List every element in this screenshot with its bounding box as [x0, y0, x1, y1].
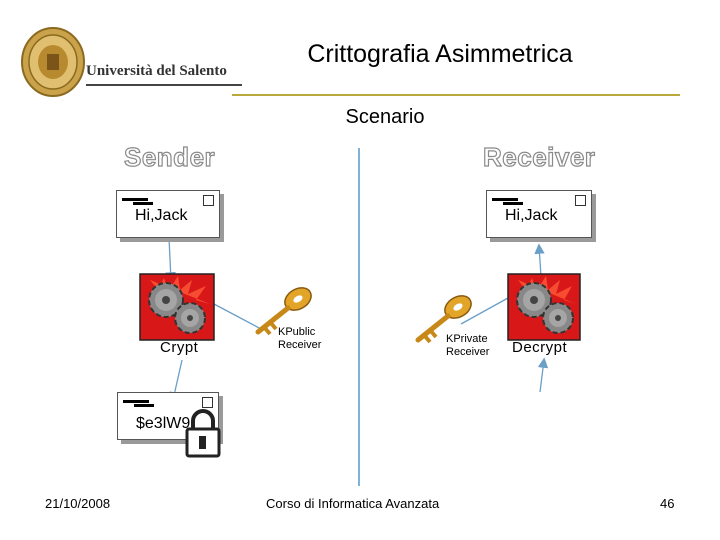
- private-key-name: KPrivate: [446, 333, 488, 345]
- footer-date: 21/10/2008: [45, 496, 111, 511]
- line-public-key-to-crypt: [213, 303, 264, 331]
- decrypt-gears-icon: [507, 273, 581, 341]
- slide-title: Crittografia Asimmetrica: [307, 40, 573, 68]
- line-private-key-to-decrypt: [460, 297, 509, 325]
- card-bar: [492, 198, 518, 201]
- footer-page-number: 46: [660, 496, 675, 511]
- logo-underline: [86, 84, 242, 86]
- sender-message-card: Hi,Jack: [116, 190, 220, 238]
- crypt-gears-icon: [139, 273, 215, 341]
- ciphertext-text: $e3lW9: [136, 415, 191, 432]
- card-checkbox-icon: [202, 397, 213, 408]
- footer-course: Corso di Informatica Avanzata: [266, 496, 440, 511]
- public-key-name: KPublic: [278, 326, 316, 338]
- arrow-message-to-crypt: [165, 237, 176, 283]
- private-key-owner: Receiver: [446, 346, 490, 358]
- receiver-message-card: Hi,Jack: [486, 190, 592, 238]
- card-checkbox-icon: [575, 195, 586, 206]
- padlock-icon: [185, 409, 221, 458]
- receiver-heading: Receiver: [482, 141, 596, 172]
- university-name: Università del Salento: [86, 63, 227, 79]
- card-bar: [503, 202, 523, 205]
- public-key-owner: Receiver: [278, 339, 322, 351]
- receiver-message-text: Hi,Jack: [505, 207, 558, 224]
- public-key-label: KPublic Receiver: [278, 326, 321, 352]
- public-key-icon: [255, 287, 312, 336]
- arrow-decrypt-to-message: [534, 243, 545, 277]
- decrypt-label: Decrypt: [512, 339, 568, 356]
- sender-heading: Sender: [123, 141, 216, 172]
- card-bar: [122, 198, 148, 201]
- card-bar: [134, 404, 154, 407]
- sender-message-text: Hi,Jack: [135, 207, 188, 224]
- title-rule: [232, 94, 680, 96]
- card-checkbox-icon: [203, 195, 214, 206]
- crypt-label: Crypt: [160, 339, 199, 356]
- arrow-into-decrypt: [537, 357, 549, 393]
- card-bar: [133, 202, 153, 205]
- center-divider: [358, 148, 360, 486]
- university-seal-icon: [21, 27, 85, 97]
- slide-subtitle: Scenario: [345, 106, 425, 128]
- card-bar: [123, 400, 149, 403]
- private-key-icon: [415, 295, 472, 344]
- private-key-label: KPrivate Receiver: [446, 333, 489, 359]
